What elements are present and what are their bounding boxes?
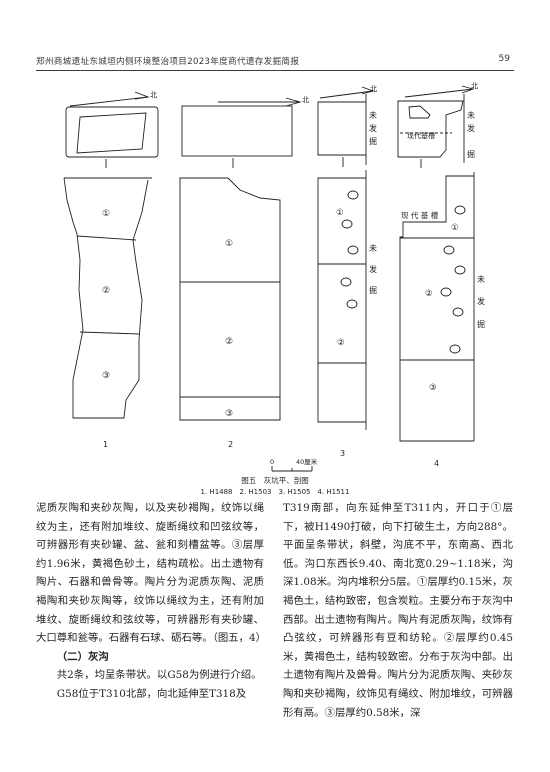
pit-3-plan-unexcavated-1: 未 xyxy=(369,110,377,120)
pit-3-section-unexcavated-1: 未 xyxy=(369,243,377,253)
pit-2-layer-2: ② xyxy=(225,337,233,347)
section-number-1: 1 xyxy=(103,440,108,449)
scale-length-label: 40厘米 xyxy=(296,457,318,466)
pit-3-plan-unexcavated-3: 掘 xyxy=(369,137,377,146)
pit-3-plan: 北 未 发 掘 xyxy=(317,85,377,167)
pit-3-section-unexcavated-3: 掘 xyxy=(369,286,377,295)
pit-2-plan: 北 xyxy=(181,96,309,168)
left-paragraph-3: G58位于T310北部，向北延伸至T318及 xyxy=(56,687,247,700)
pit-4-layer-3: ③ xyxy=(429,383,437,393)
pit-1-layer-3: ③ xyxy=(102,371,110,381)
pit-4-section-unexcavated-2: 发 xyxy=(477,296,485,306)
figure-caption: 图五 灰坑平、剖图 xyxy=(241,476,309,485)
header-rule xyxy=(36,70,514,71)
pit-4-plan-unexcavated-3: 掘 xyxy=(467,150,475,159)
north-label-4: 北 xyxy=(471,82,478,90)
pit-4-section: 现 代 基 槽 ① ② ③ 未 发 掘 4 xyxy=(399,172,485,468)
section-heading-ash-trench: （二）灰沟 xyxy=(56,650,109,663)
pit-1-plan: 北 xyxy=(65,91,159,168)
section-number-4: 4 xyxy=(434,459,439,468)
pit-4-plan-unexcavated-1: 未 xyxy=(467,110,475,120)
pit-3-layer-1: ① xyxy=(336,208,344,218)
running-header-title: 郑州商城遗址东城垣内侧环境整治项目2023年度商代遗存发掘简报 xyxy=(36,57,300,67)
left-paragraph-1: 泥质灰陶和夹砂灰陶，以及夹砂褐陶，纹饰以绳纹为主，还有附加堆纹、旋断绳纹和凹弦纹… xyxy=(36,502,267,645)
page-number: 59 xyxy=(498,54,510,64)
section-number-3: 3 xyxy=(340,449,345,458)
pit-4-plan-unexcavated-2: 发 xyxy=(467,123,475,133)
section-number-2: 2 xyxy=(228,440,233,449)
pit-4-section-modern-foundation: 现 代 基 槽 xyxy=(401,210,439,220)
figure-legend: 1. H1488 2. H1503 3. H1505 4. H1511 xyxy=(200,488,350,496)
pit-4-section-unexcavated-3: 掘 xyxy=(477,320,485,329)
scale-zero-label: 0 xyxy=(270,458,274,466)
pit-4-section-unexcavated-1: 未 xyxy=(477,274,485,284)
scale-bar: 0 40厘米 xyxy=(270,457,318,472)
body-right-column: T319南部，向东延伸至T311内，开口于①层下，被H1490打破，向下打破生土… xyxy=(283,499,513,722)
pit-4-layer-2: ② xyxy=(425,289,433,299)
pit-3-layer-2: ② xyxy=(337,338,345,348)
body-left-column: 泥质灰陶和夹砂灰陶，以及夹砂褐陶，纹饰以绳纹为主，还有附加堆纹、旋断绳纹和凹弦纹… xyxy=(36,499,267,704)
pit-3-plan-unexcavated-2: 发 xyxy=(369,123,377,133)
pit-1-layer-2: ② xyxy=(102,286,110,296)
pit-2-layer-1: ① xyxy=(225,239,233,249)
pit-4-layer-1: ① xyxy=(451,223,459,233)
pit-4-plan: 北 现代基槽 未 发 掘 xyxy=(397,82,478,168)
north-label-3: 北 xyxy=(370,85,377,93)
left-paragraph-2: 共2条，均呈条带状。以G58为例进行介绍。 xyxy=(56,669,262,682)
pit-2-section: ① ② ③ 2 xyxy=(179,177,281,449)
north-label-1: 北 xyxy=(150,91,157,99)
pit-1-section: ① ② ③ 1 xyxy=(63,177,152,449)
pit-1-layer-1: ① xyxy=(102,209,110,219)
north-label-2: 北 xyxy=(302,96,309,104)
pit-3-section-unexcavated-2: 发 xyxy=(369,264,377,274)
pit-4-plan-modern-foundation: 现代基槽 xyxy=(407,131,435,140)
pit-3-section: ① ② 未 发 掘 3 xyxy=(317,170,377,458)
right-paragraph-1: T319南部，向东延伸至T311内，开口于①层下，被H1490打破，向下打破生土… xyxy=(283,502,513,719)
pit-2-layer-3: ③ xyxy=(225,409,233,419)
